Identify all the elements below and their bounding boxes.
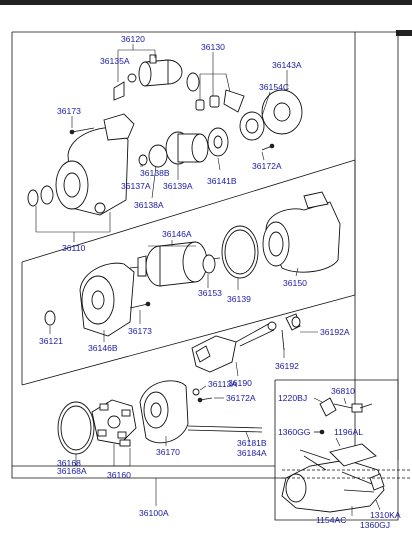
label-36138B: 36138B xyxy=(140,168,170,178)
right-edge-mark xyxy=(396,30,412,36)
label-36810: 36810 xyxy=(331,386,355,396)
leader-36172A xyxy=(261,151,265,161)
frame-right-edge xyxy=(355,31,399,460)
label-36160: 36160 xyxy=(107,470,131,480)
label-36168A: 36168A xyxy=(57,466,87,476)
leader-1310KA xyxy=(375,499,381,511)
ring-36168-inner xyxy=(60,405,92,451)
leader-36810 xyxy=(343,397,347,405)
brush-plate-part xyxy=(91,399,137,447)
label-36139A: 36139A xyxy=(163,181,193,191)
leader-1220BJ xyxy=(313,397,323,403)
drive-housing-part xyxy=(27,113,135,216)
rear-cover-part xyxy=(239,89,303,141)
section-divider-2 xyxy=(21,294,356,386)
ring-36139-inner xyxy=(224,229,256,275)
label-36120: 36120 xyxy=(121,34,145,44)
label-36173b: 36173 xyxy=(128,326,152,336)
label-36146B: 36146B xyxy=(88,343,118,353)
label-36172Ab: 36172A xyxy=(226,393,256,403)
bushing-36113A xyxy=(192,388,200,396)
label-1360GG: 1360GG xyxy=(278,427,311,437)
label-36150: 36150 xyxy=(283,278,307,288)
label-36138A: 36138A xyxy=(134,200,164,210)
leader-36113A xyxy=(199,385,207,391)
label-36184A: 36184A xyxy=(237,448,267,458)
leader-1196AL xyxy=(335,437,341,447)
label-36172A: 36172A xyxy=(252,161,282,171)
label-36100A: 36100A xyxy=(139,508,169,518)
plunger-parts xyxy=(186,72,245,113)
label-36141B: 36141B xyxy=(207,176,237,186)
label-36135A: 36135A xyxy=(100,56,130,66)
section-divider-1 xyxy=(21,159,356,263)
leader-36130 xyxy=(199,52,231,100)
label-36170: 36170 xyxy=(156,447,180,457)
label-1154AC: 1154AC xyxy=(316,515,346,525)
screw-36172A xyxy=(261,143,275,151)
label-36130: 36130 xyxy=(201,42,225,52)
label-1360GJ: 1360GJ xyxy=(360,520,390,530)
label-1310KA: 1310KA xyxy=(370,510,401,520)
leader-36141B xyxy=(217,157,221,171)
label-36113A: 36113A xyxy=(208,379,237,389)
solenoid-part xyxy=(113,54,183,101)
leader-36181B xyxy=(245,431,251,443)
through-bolt-2 xyxy=(187,429,263,433)
label-36153: 36153 xyxy=(198,288,222,298)
label-1220BJ: 1220BJ xyxy=(278,393,307,403)
bolt-36173b xyxy=(129,301,151,309)
wiring-box xyxy=(274,379,399,521)
leader-36190 xyxy=(235,361,239,377)
label-36139: 36139 xyxy=(227,294,251,304)
armature-part xyxy=(129,241,221,287)
leader-36110 xyxy=(35,206,111,242)
yoke-part xyxy=(262,191,341,273)
bolt-36173 xyxy=(69,127,95,135)
leader-36120 xyxy=(117,44,156,82)
dashed-mount-lines xyxy=(282,469,412,479)
harness-connector-part xyxy=(314,397,373,435)
end-frame-part xyxy=(139,380,189,444)
pinion-clutch-part xyxy=(138,127,229,168)
label-36192A: 36192A xyxy=(320,327,350,337)
label-36190: 36190 xyxy=(228,378,252,388)
label-1196AL: 1196AL xyxy=(334,427,363,437)
top-edge-bar xyxy=(0,0,412,5)
label-36121: 36121 xyxy=(39,336,63,346)
label-36168: 36168 xyxy=(57,458,81,468)
label-36173a: 36173 xyxy=(57,106,81,116)
label-36192: 36192 xyxy=(275,361,299,371)
label-36146A: 36146A xyxy=(162,229,192,239)
leader-36138A xyxy=(151,165,157,199)
lever-part xyxy=(281,313,301,351)
washer-36121 xyxy=(44,310,56,326)
starter-assembly-part xyxy=(281,443,385,513)
leader-36150 xyxy=(295,267,299,277)
screw-36172Ab xyxy=(197,397,213,403)
leader-36160 xyxy=(60,444,131,467)
label-36110: 36110 xyxy=(62,243,85,253)
lever-assembly-part xyxy=(191,321,277,373)
label-36137A: 36137A xyxy=(121,181,151,191)
label-36143A: 36143A xyxy=(272,60,302,70)
leader-36154C xyxy=(261,91,271,117)
label-36181B: 36181B xyxy=(237,438,267,448)
brush-holder-part xyxy=(79,262,135,337)
through-bolt xyxy=(187,425,263,429)
leader-36146A xyxy=(148,240,196,247)
label-36154C: 36154C xyxy=(259,82,289,92)
